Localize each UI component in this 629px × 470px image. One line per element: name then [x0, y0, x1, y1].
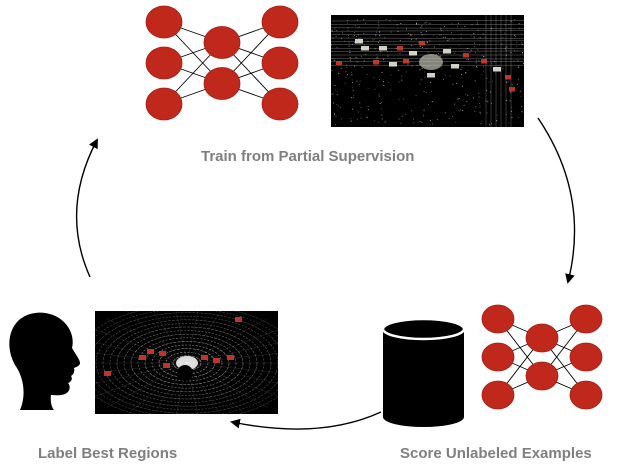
network-node — [481, 342, 515, 372]
network-node — [261, 46, 299, 80]
network-node — [569, 380, 603, 410]
network-node — [261, 87, 299, 121]
network-node — [261, 5, 299, 39]
network-node — [203, 67, 241, 100]
arrow-label-to-train — [75, 138, 98, 278]
network-node — [569, 304, 603, 334]
neural-network-icon — [481, 304, 603, 410]
network-node — [481, 304, 515, 334]
stage-caption-train: Train from Partial Supervision — [201, 148, 415, 165]
arrow-train-to-score — [537, 117, 576, 284]
database-icon — [381, 317, 466, 427]
network-node — [525, 361, 559, 391]
network-node — [203, 26, 241, 59]
network-node — [569, 342, 603, 372]
network-node — [525, 323, 559, 353]
lidar-scan-image — [95, 311, 278, 414]
network-node — [145, 5, 183, 39]
network-node — [145, 46, 183, 80]
stage-caption-score: Score Unlabeled Examples — [400, 445, 592, 462]
network-node — [481, 380, 515, 410]
lidar-scan-image — [330, 15, 525, 127]
network-node — [145, 87, 183, 121]
human-head-icon — [9, 312, 81, 410]
stage-caption-label: Label Best Regions — [38, 445, 178, 462]
neural-network-icon — [145, 5, 299, 121]
arrow-score-to-label — [230, 411, 382, 430]
